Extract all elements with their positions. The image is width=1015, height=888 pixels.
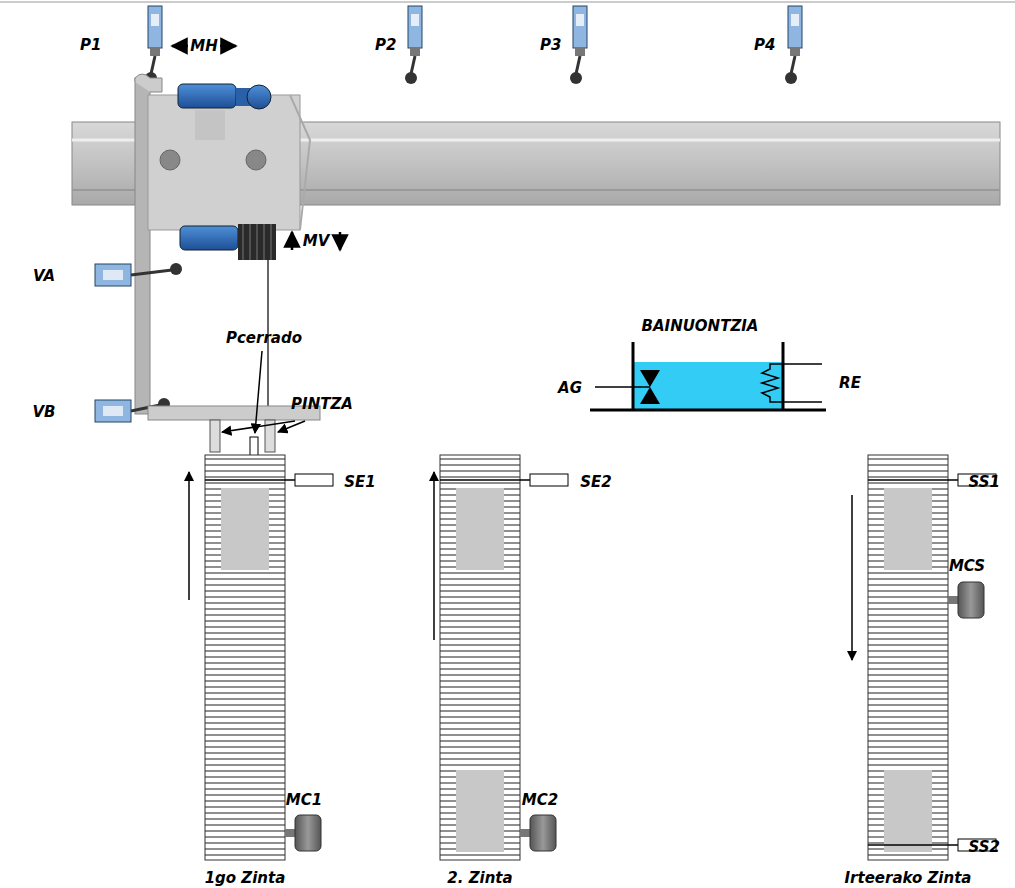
- part-label: MC2: [522, 793, 558, 808]
- part-label: MV: [303, 234, 330, 249]
- part-label: P4: [754, 38, 775, 53]
- part-label: 1go Zinta: [205, 871, 286, 886]
- part-label: P2: [375, 38, 396, 53]
- part-label: BAINUONTZIA: [642, 319, 759, 334]
- limit-switch: [570, 6, 587, 84]
- part-label: P1: [80, 38, 101, 53]
- part-label: 2. Zinta: [447, 871, 512, 886]
- limit-switch: [145, 6, 162, 84]
- part-label: VA: [33, 269, 55, 284]
- conveyor-belt: [205, 455, 333, 860]
- part-label: VB: [32, 405, 55, 420]
- limit-switch: [785, 6, 802, 84]
- part-label: PINTZA: [291, 397, 353, 412]
- limit-switch: [405, 6, 422, 84]
- part-label: MH: [190, 39, 217, 54]
- part-label: MCS: [949, 559, 985, 574]
- limit-switch: [145, 6, 802, 84]
- part-label: SS1: [968, 475, 1000, 490]
- part-label: MC1: [286, 793, 322, 808]
- part-label: SS2: [968, 840, 1000, 855]
- part-label: AG: [558, 381, 582, 396]
- part-label: SE2: [580, 475, 612, 490]
- part-label: P3: [540, 38, 561, 53]
- limit-switch: [95, 263, 182, 422]
- part-label: RE: [839, 376, 861, 391]
- conveyor-belt: [440, 455, 568, 860]
- part-label: Irteerako Zinta: [845, 871, 972, 886]
- conveyor-belt: [868, 455, 996, 860]
- part-label: Pcerrado: [226, 331, 302, 346]
- part-label: SE1: [344, 475, 376, 490]
